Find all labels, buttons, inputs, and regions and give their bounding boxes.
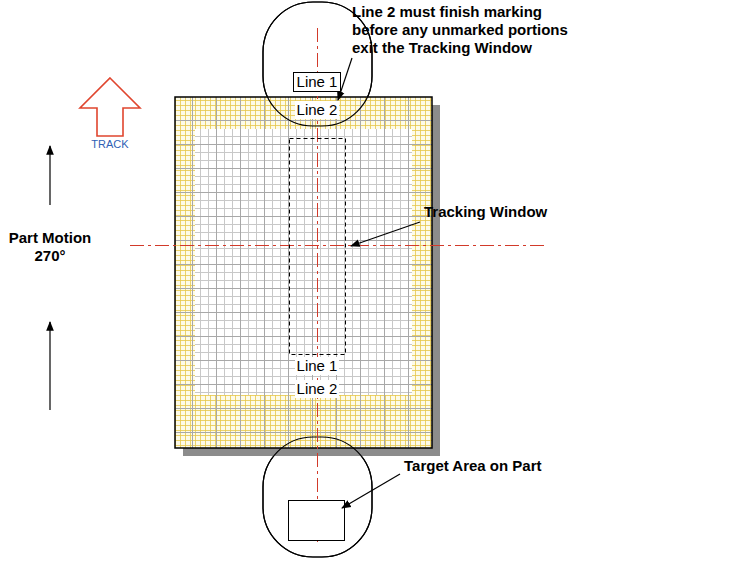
part [175,97,432,448]
callout-note: Line 2 must finish marking before any un… [352,3,592,57]
part-grid [175,97,432,448]
leader-arrow [342,474,400,508]
line-label: Line 1 [297,73,338,90]
motion-label: Part Motion 270° [5,229,95,265]
leader-arrow [351,222,420,246]
line-label: Line 2 [295,101,340,119]
line-label: Line 2 [295,380,340,398]
target-area [289,501,345,541]
callout-label: Target Area on Part [404,457,542,475]
line-box: Line 1 [293,72,342,92]
track-arrow-shape [80,78,140,136]
track-arrow-outline [78,76,142,138]
center-line [130,245,548,246]
motion-arrow [49,322,50,410]
line-label: Line 1 [295,357,340,375]
track-arrow: TRACK [78,76,142,154]
callout-label: Tracking Window [424,203,547,221]
motion-arrow [49,146,50,205]
track-label: TRACK [78,138,142,151]
part-outline [175,97,432,448]
tracking-window [290,139,346,355]
